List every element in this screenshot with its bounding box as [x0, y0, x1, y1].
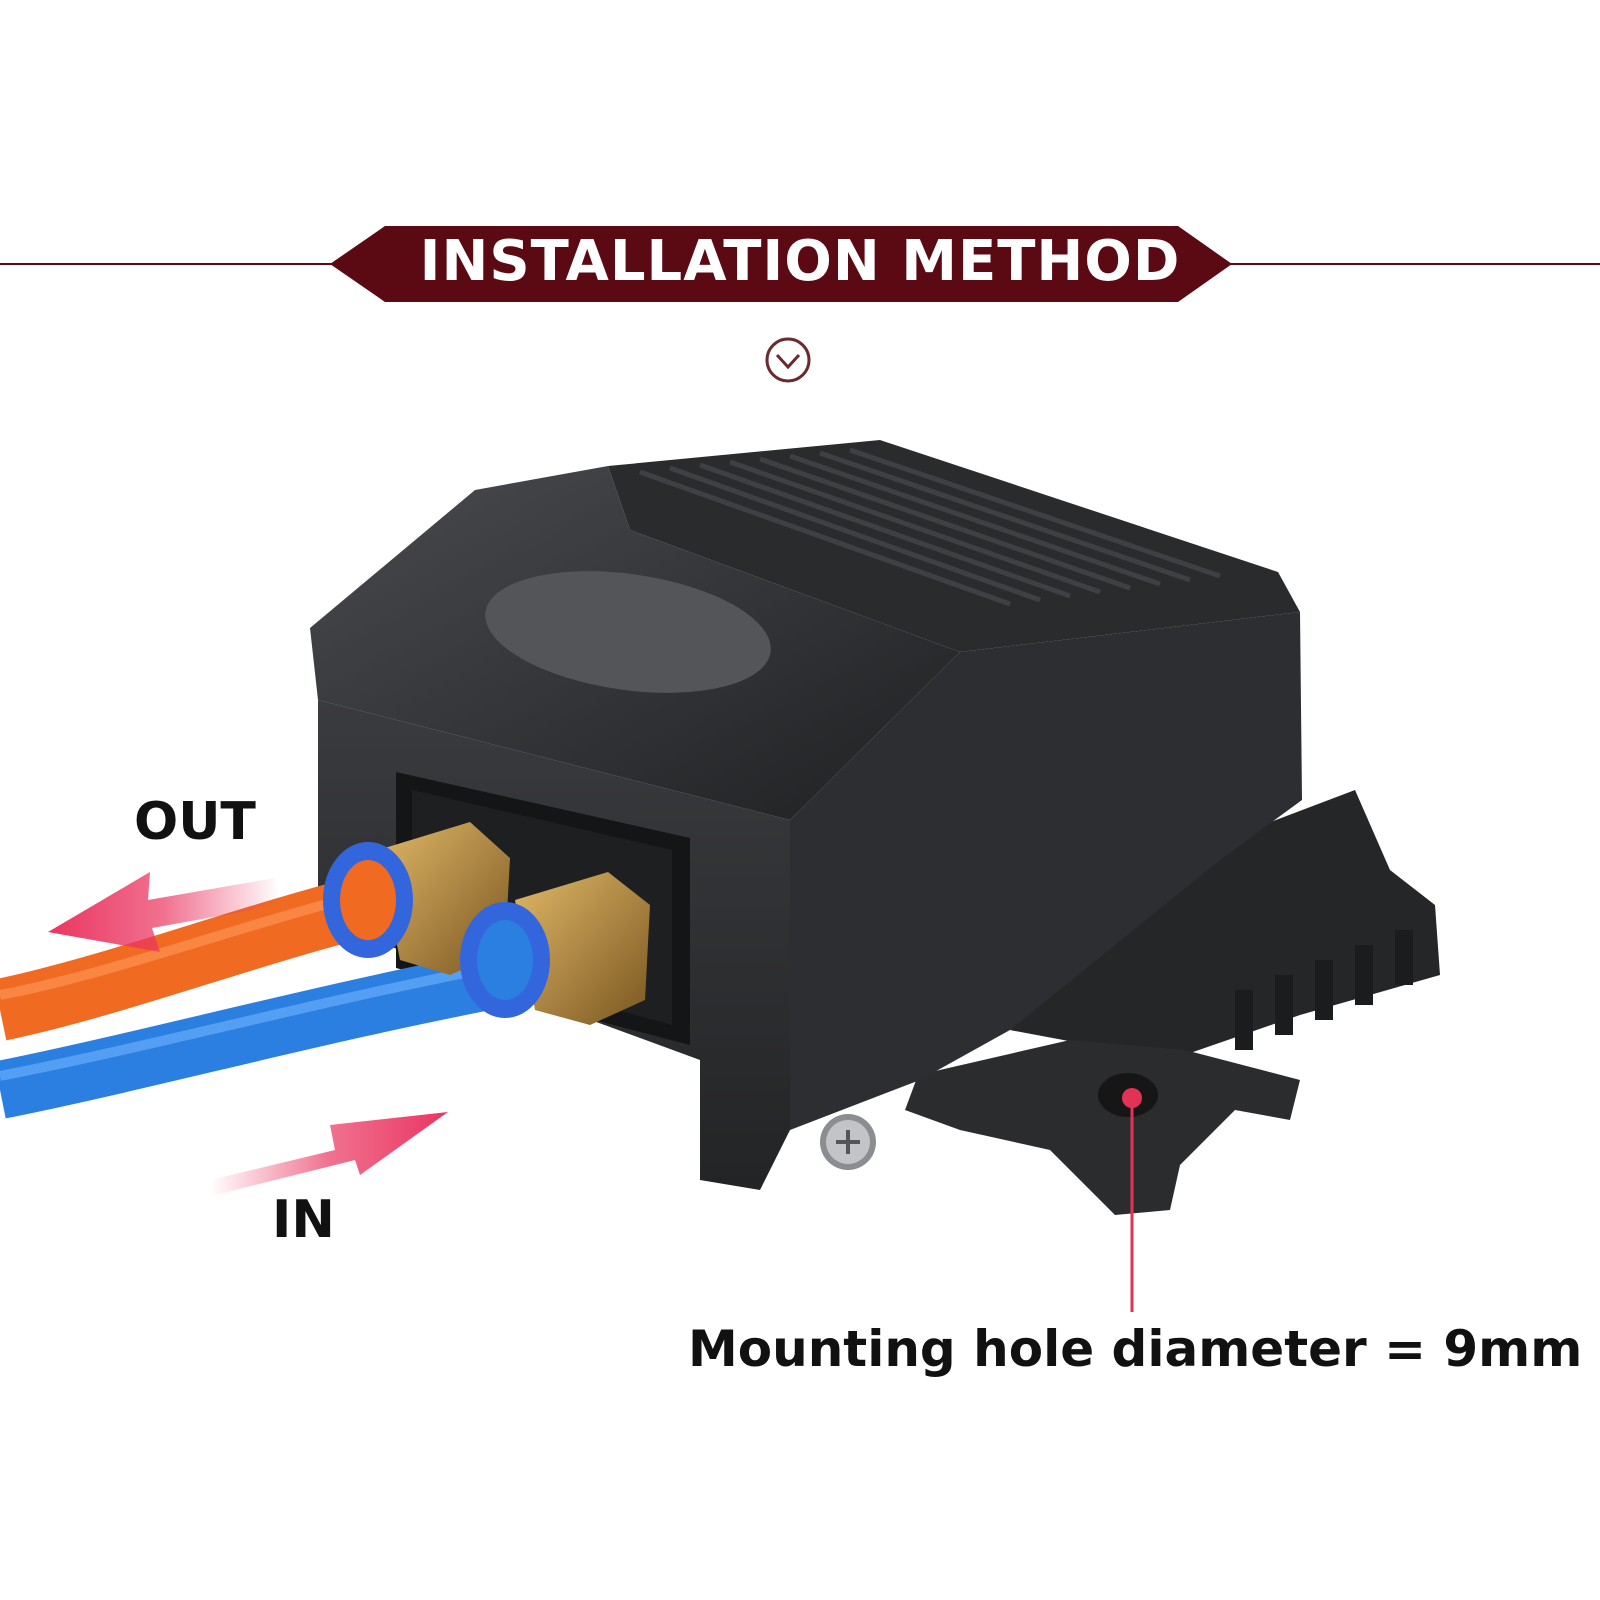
out-arrow-icon	[48, 872, 280, 952]
mounting-bracket	[905, 790, 1440, 1312]
device-body	[310, 440, 1302, 1190]
out-label: OUT	[134, 792, 256, 852]
lid-ribs	[639, 447, 1221, 607]
title-banner	[0, 226, 1600, 302]
bracket-ribs	[1235, 930, 1413, 1050]
in-arrow-icon	[210, 1112, 448, 1195]
screw-icon	[820, 1114, 876, 1170]
device-right-side	[790, 612, 1302, 1130]
banner-shape	[330, 226, 1232, 302]
mounting-hole-marker	[1122, 1088, 1142, 1108]
in-tube	[0, 946, 526, 1119]
mounting-hole-label: Mounting hole diameter = 9mm	[688, 1320, 1583, 1378]
in-fitting	[460, 872, 650, 1025]
chevron-down-icon	[765, 337, 811, 383]
in-label: IN	[272, 1190, 335, 1250]
page-title: INSTALLATION METHOD	[419, 229, 1181, 294]
device-label-plate	[485, 571, 771, 693]
